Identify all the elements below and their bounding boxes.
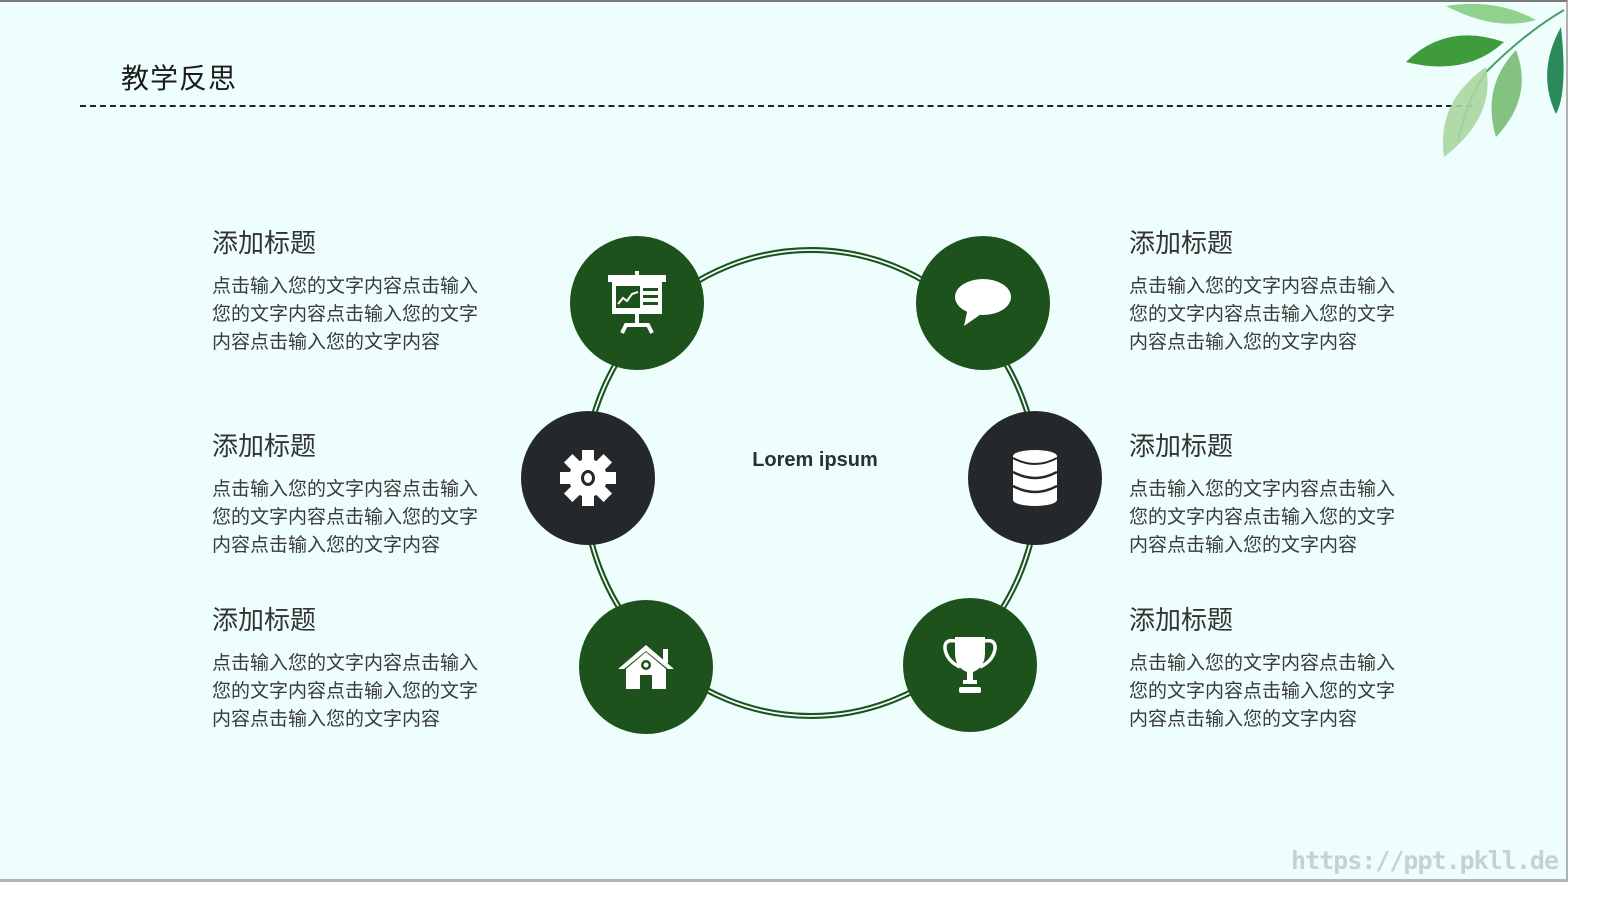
- node-gear[interactable]: [521, 411, 655, 545]
- block-title: 添加标题: [212, 606, 317, 636]
- block-title: 添加标题: [1129, 229, 1234, 259]
- block-body: 点击输入您的文字内容点击输入您的文字内容点击输入您的文字内容点击输入您的文字内容: [1129, 478, 1396, 556]
- block-title: 添加标题: [1129, 606, 1234, 636]
- block-body: 点击输入您的文字内容点击输入您的文字内容点击输入您的文字内容点击输入您的文字内容: [212, 275, 479, 353]
- block-title: 添加标题: [1129, 432, 1234, 462]
- node-trophy[interactable]: [903, 598, 1037, 732]
- presentation-board-icon: [608, 271, 666, 334]
- block-title: 添加标题: [212, 432, 317, 462]
- node-speech[interactable]: [916, 236, 1050, 370]
- node-home[interactable]: [579, 600, 713, 734]
- center-label: Lorem ipsum: [752, 449, 878, 471]
- database-icon: [1013, 450, 1057, 506]
- page-title: 教学反思: [121, 62, 238, 95]
- block-body: 点击输入您的文字内容点击输入您的文字内容点击输入您的文字内容点击输入您的文字内容: [212, 478, 479, 556]
- slide: 教学反思: [0, 0, 1568, 882]
- text-block-right-3[interactable]: 添加标题 点击输入您的文字内容点击输入您的文字内容点击输入您的文字内容点击输入您…: [1129, 605, 1429, 733]
- watermark: https://ppt.pkll.de: [1291, 846, 1559, 875]
- trophy-icon: [943, 637, 997, 693]
- block-title: 添加标题: [212, 229, 317, 259]
- text-block-left-3[interactable]: 添加标题 点击输入您的文字内容点击输入您的文字内容点击输入您的文字内容点击输入您…: [212, 605, 512, 733]
- text-block-right-1[interactable]: 添加标题 点击输入您的文字内容点击输入您的文字内容点击输入您的文字内容点击输入您…: [1129, 228, 1429, 356]
- node-database[interactable]: [968, 411, 1102, 545]
- speech-bubble-icon: [955, 279, 1011, 326]
- text-block-left-1[interactable]: 添加标题 点击输入您的文字内容点击输入您的文字内容点击输入您的文字内容点击输入您…: [212, 228, 512, 356]
- text-block-right-2[interactable]: 添加标题 点击输入您的文字内容点击输入您的文字内容点击输入您的文字内容点击输入您…: [1129, 431, 1429, 559]
- block-body: 点击输入您的文字内容点击输入您的文字内容点击输入您的文字内容点击输入您的文字内容: [212, 652, 479, 730]
- leaves-decoration-icon: [1406, 3, 1565, 157]
- dashed-divider: [80, 105, 1472, 107]
- node-presentation[interactable]: [570, 236, 704, 370]
- gear-icon: [560, 450, 616, 506]
- block-body: 点击输入您的文字内容点击输入您的文字内容点击输入您的文字内容点击输入您的文字内容: [1129, 652, 1396, 730]
- home-icon: [618, 645, 674, 689]
- block-body: 点击输入您的文字内容点击输入您的文字内容点击输入您的文字内容点击输入您的文字内容: [1129, 275, 1396, 353]
- text-block-left-2[interactable]: 添加标题 点击输入您的文字内容点击输入您的文字内容点击输入您的文字内容点击输入您…: [212, 431, 512, 559]
